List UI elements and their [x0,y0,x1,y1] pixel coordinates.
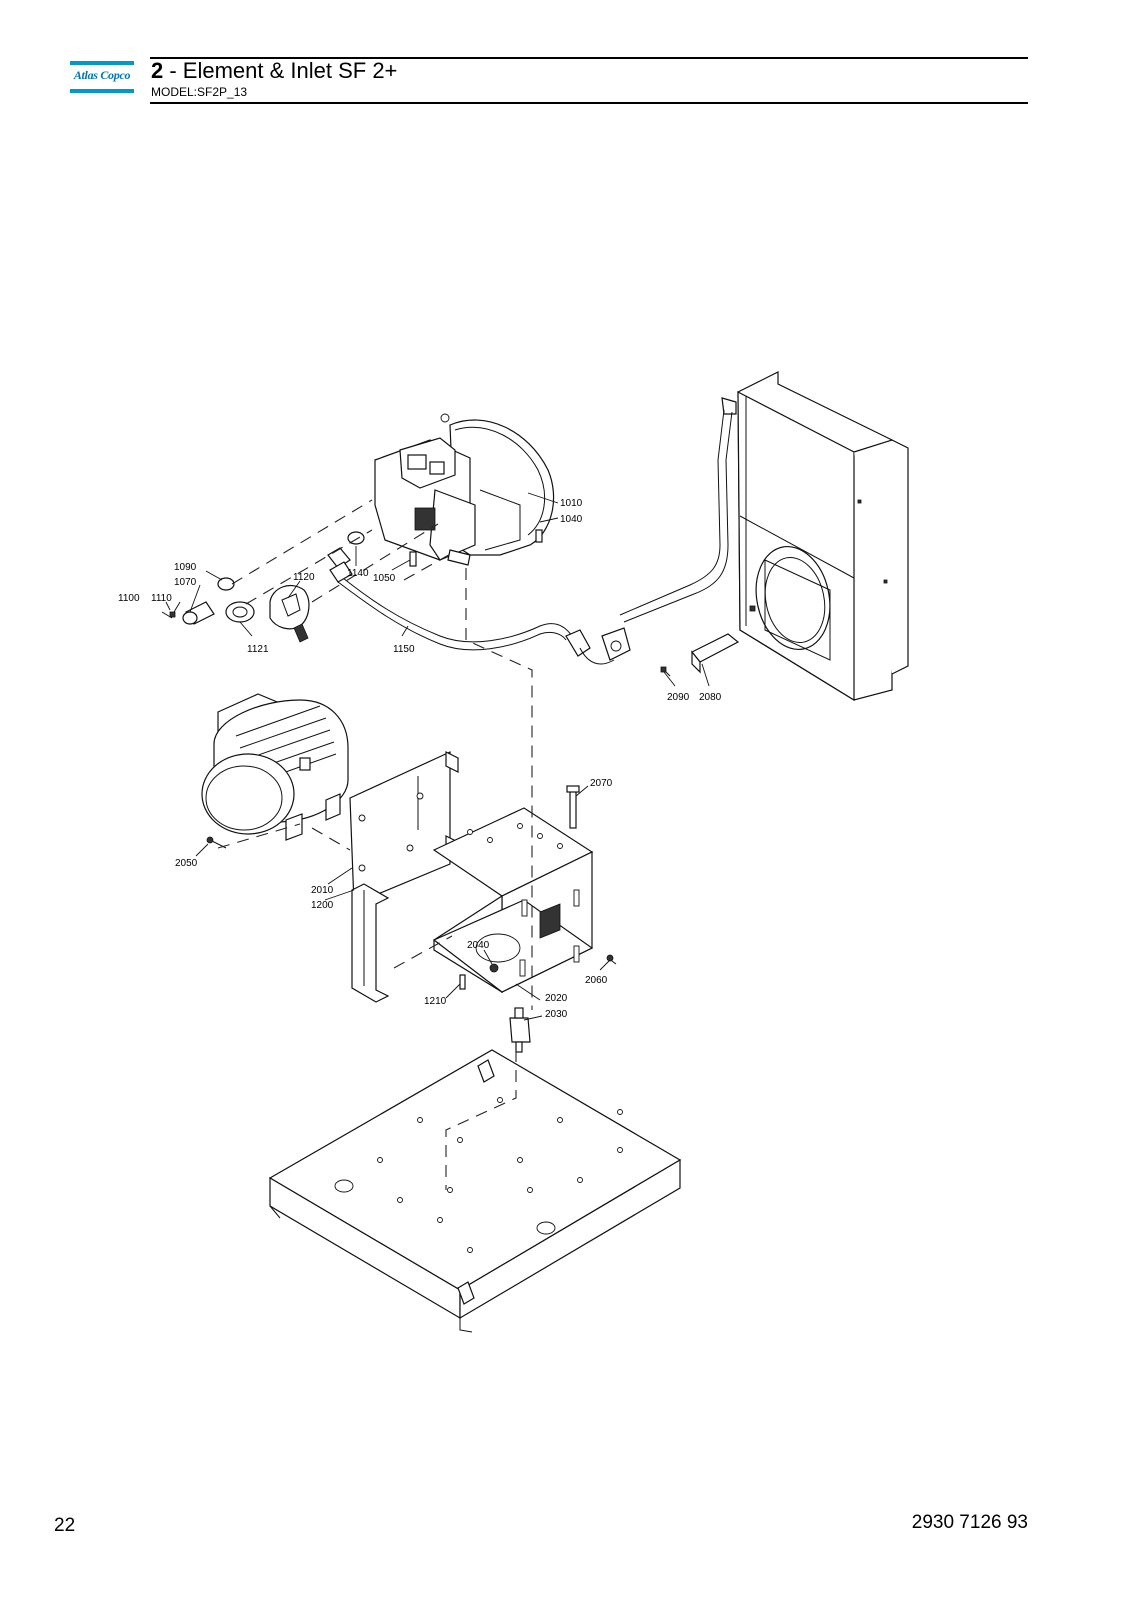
callout-1050: 1050 [373,573,396,584]
support-frame-2020 [432,807,594,994]
callout-2050: 2050 [175,858,198,869]
callout-1150: 1150 [393,644,415,655]
model-label: MODEL:SF2P_13 [151,85,248,99]
callout-labels: 1010 1040 1090 1070 1100 1110 1120 1140 … [118,498,722,1020]
atlas-copco-logo: Atlas Copco [70,61,134,95]
callout-2020: 2020 [545,993,568,1004]
callout-1070: 1070 [174,577,197,588]
base-frame [268,1049,682,1333]
electric-motor [201,693,349,841]
callout-1090: 1090 [174,562,197,573]
inlet-parts [161,531,365,643]
callout-1140: 1140 [347,568,369,579]
cooler-panel [737,371,909,702]
page-title: 2 - Element & Inlet SF 2+ [151,59,397,83]
hose-1150 [337,573,631,665]
vibration-damper-2030 [509,1007,531,1053]
cooler-hose [619,397,737,623]
section-number: 2 [151,58,164,83]
section-title: - Element & Inlet SF 2+ [163,58,398,83]
mounting-plate-2010 [349,751,459,905]
callout-2010: 2010 [311,885,334,896]
callout-1210: 1210 [424,996,447,1007]
callout-2060: 2060 [585,975,608,986]
callout-2090: 2090 [667,692,690,703]
callout-1121: 1121 [247,644,269,655]
callout-2080: 2080 [699,692,722,703]
header-rule-bottom [150,102,1028,104]
callout-2070: 2070 [590,778,613,789]
callout-1200: 1200 [311,900,334,911]
assembly-lines [217,499,533,1190]
callout-1110: 1110 [151,593,172,604]
logo-bar-top [70,61,134,65]
page-number: 22 [54,1515,76,1536]
logo-wordmark: Atlas Copco [73,68,131,82]
leader-lines [165,492,710,1021]
callout-1100: 1100 [118,593,140,604]
callout-2030: 2030 [545,1009,568,1020]
document-number: 2930 7126 93 [911,1512,1028,1533]
callout-1040: 1040 [560,514,583,525]
logo-bar-bottom [70,89,134,93]
callout-1120: 1120 [293,572,315,583]
bracket-2080 [660,633,740,677]
fasteners [206,529,617,990]
bracket-1200 [351,883,390,1003]
callout-1010: 1010 [560,498,583,509]
callout-2040: 2040 [467,940,490,951]
compressor-element [374,413,555,566]
header-rule-top [150,57,1028,59]
